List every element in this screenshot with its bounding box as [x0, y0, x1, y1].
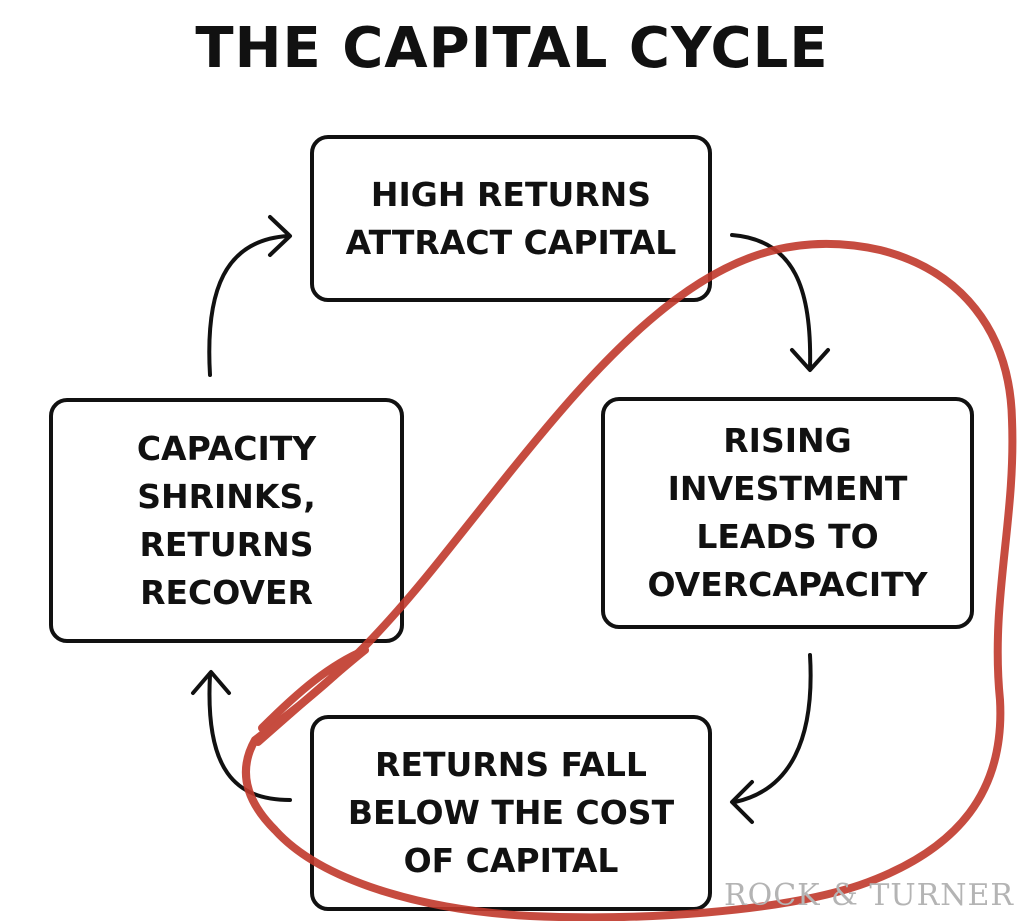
arrow-bottom-to-left-icon	[191, 670, 292, 802]
arrow-top-to-right-icon	[730, 233, 830, 372]
stage-capacity-shrinks: CAPACITY SHRINKS, RETURNS RECOVER	[49, 398, 404, 643]
stage-high-returns: HIGH RETURNS ATTRACT CAPITAL	[310, 135, 712, 302]
diagram-title: THE CAPITAL CYCLE	[195, 16, 829, 81]
stage-rising-investment: RISING INVESTMENT LEADS TO OVERCAPACITY	[601, 397, 974, 629]
arrow-right-to-bottom-icon	[730, 653, 813, 824]
stage-returns-fall: RETURNS FALL BELOW THE COST OF CAPITAL	[310, 715, 712, 911]
arrow-left-to-top-icon	[207, 215, 292, 377]
brand-watermark: ROCK & TURNER	[724, 878, 1014, 913]
